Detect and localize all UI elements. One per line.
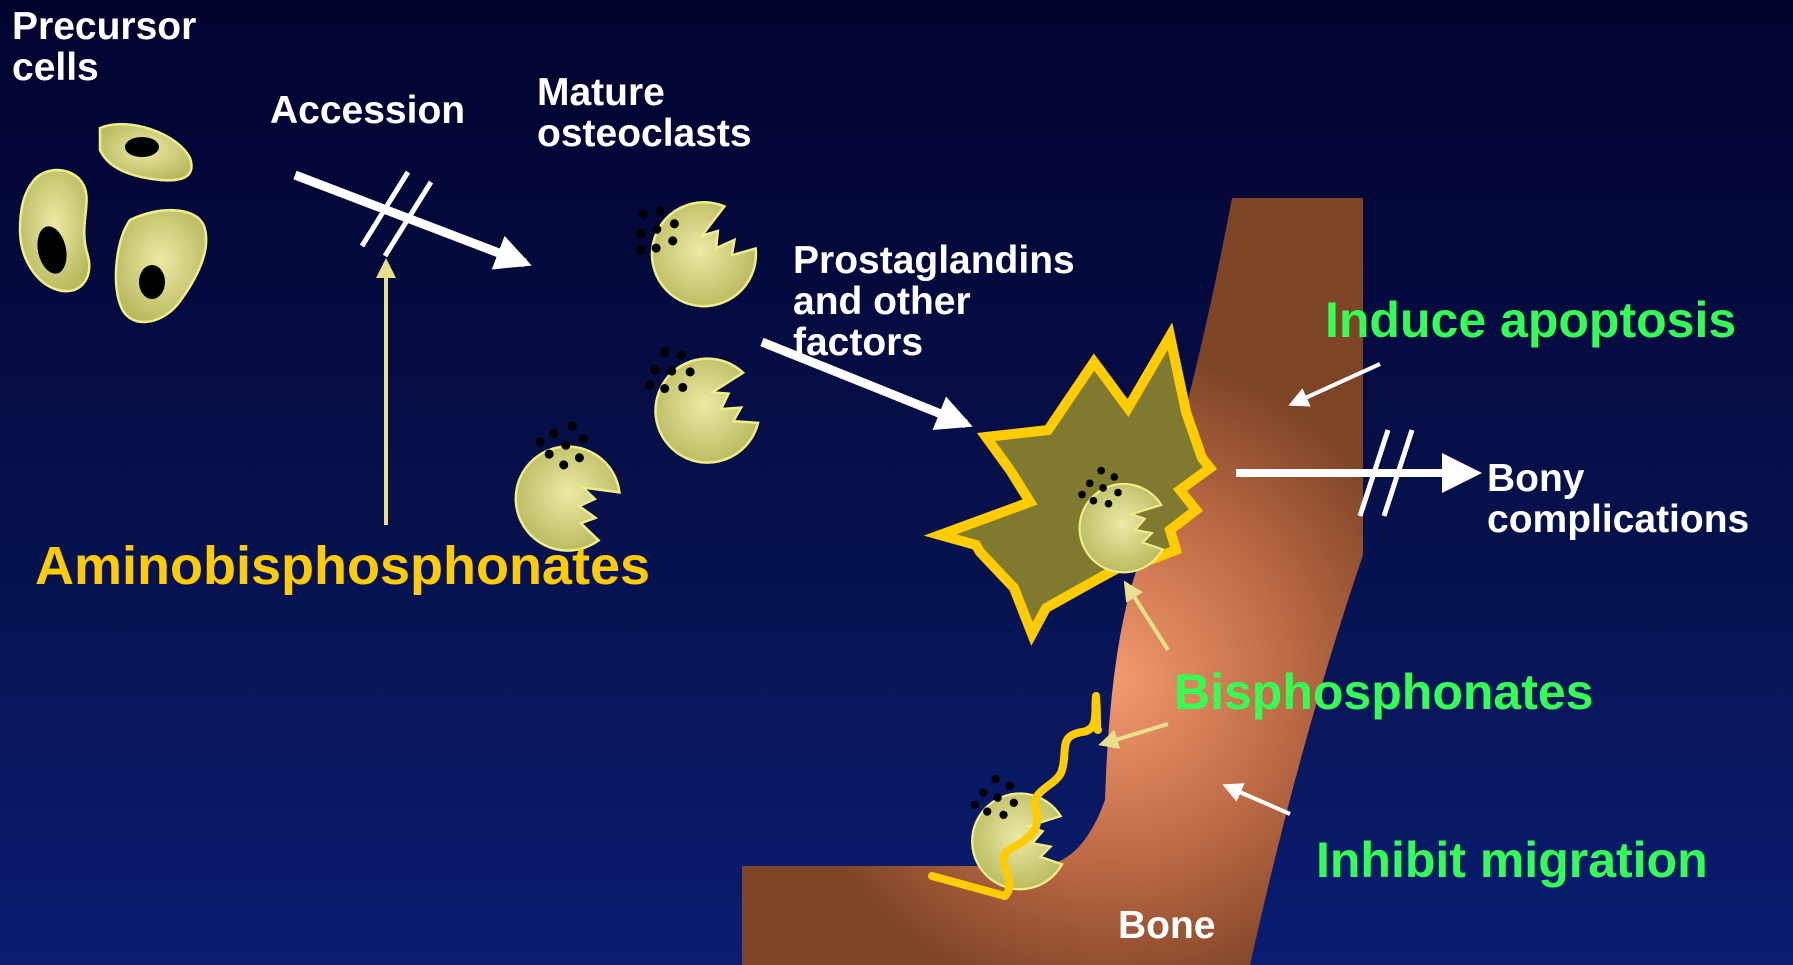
precursor-cell bbox=[116, 210, 206, 322]
mature-osteoclast bbox=[620, 170, 771, 328]
precursor-cell bbox=[20, 170, 89, 291]
mature-label-line1: Mature bbox=[537, 72, 752, 113]
accession-label: Accession bbox=[270, 90, 465, 131]
mature-label-line2: osteoclasts bbox=[537, 113, 752, 154]
aminobisphosphonates-label: Aminobisphosphonates bbox=[35, 537, 650, 595]
bony-label-line1: Bony bbox=[1487, 458, 1749, 499]
precursor-cell bbox=[100, 124, 192, 180]
prostaglandins-line1: Prostaglandins bbox=[793, 240, 1075, 281]
prostaglandins-line3: factors bbox=[793, 322, 1075, 363]
mature-osteoclasts-label: Mature osteoclasts bbox=[537, 72, 752, 154]
precursor-cells-label: Precursor cells bbox=[12, 6, 196, 88]
block-mark bbox=[385, 182, 431, 256]
bony-complications-label: Bony complications bbox=[1487, 458, 1749, 540]
precursor-label-line2: cells bbox=[12, 47, 196, 88]
bony-label-line2: complications bbox=[1487, 499, 1749, 540]
block-mark bbox=[362, 172, 408, 246]
prostaglandins-label: Prostaglandins and other factors bbox=[793, 240, 1075, 363]
mature-osteoclast bbox=[639, 334, 763, 472]
bisphosphonates-label: Bisphosphonates bbox=[1174, 665, 1593, 719]
prostaglandins-line2: and other bbox=[793, 281, 1075, 322]
bone-label: Bone bbox=[1118, 905, 1216, 946]
precursor-label-line1: Precursor bbox=[12, 6, 196, 47]
inhibit-migration-label: Inhibit migration bbox=[1316, 833, 1708, 887]
induce-apoptosis-label: Induce apoptosis bbox=[1325, 293, 1736, 347]
